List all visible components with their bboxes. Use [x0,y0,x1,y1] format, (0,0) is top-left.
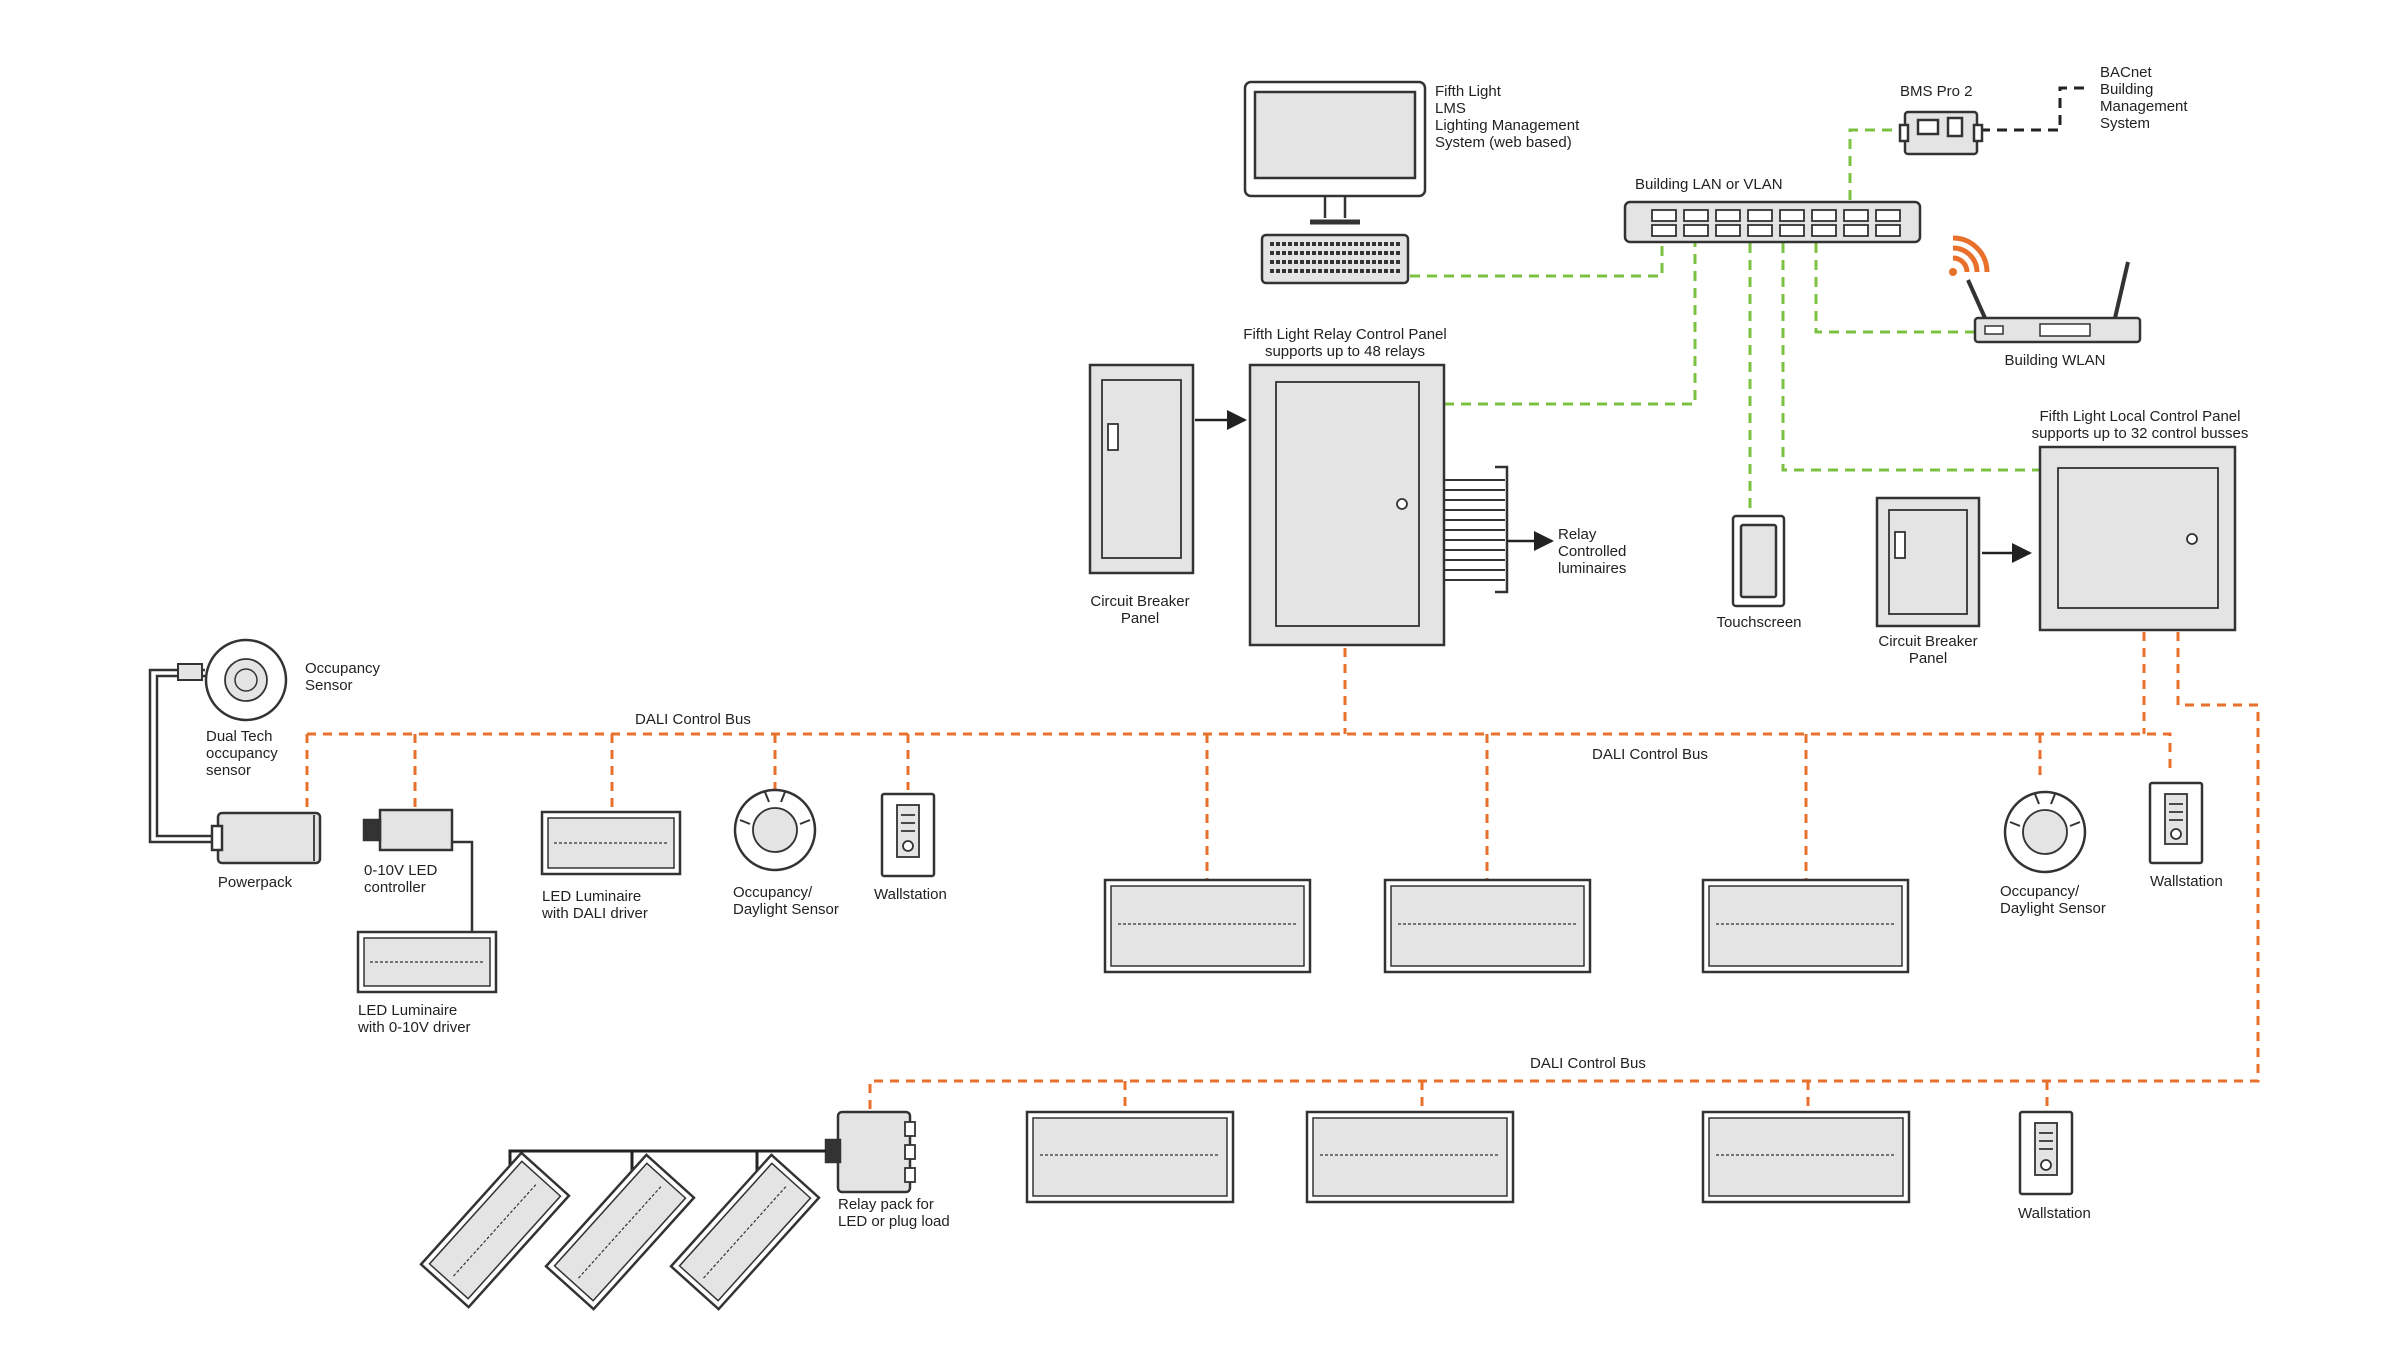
local-panel-icon [2038,445,2237,632]
bms-label: BMS Pro 2 [1900,83,1973,100]
computer-monitor-icon [1243,80,1427,225]
occupancy-sensor-icon [2003,790,2087,874]
touchscreen-label: Touchscreen [1716,614,1802,631]
led-luminaire-icon [1025,1110,1235,1204]
led-luminaire-icon [1103,878,1312,974]
network-switch-icon [1623,200,1922,244]
occupancy-sensor-icon [733,788,817,872]
occupancy-sensor-label: Occupancy Sensor [305,660,381,694]
wifi-router-icon [1966,261,2142,344]
wallstation-icon [2018,1110,2074,1196]
led-luminaire-icon [1701,1110,1911,1204]
powerpack-label: Powerpack [217,874,293,891]
wifi-signal-icon [1949,235,1990,276]
wallstation-icon [880,792,936,878]
led-luminaire-icon [1305,1110,1515,1204]
sensor-wires [148,663,212,844]
led-luminaire-icon [1383,878,1592,974]
relay-panel-icon [1248,363,1446,647]
relay-pack-label: Relay pack for LED or plug load [838,1196,950,1230]
led-luminaire-icon [419,1151,571,1309]
dali-bus-1-label: DALI Control Bus [635,711,751,728]
led-luminaire-icon [540,810,682,876]
link-wlan-switch [1814,243,1975,334]
wire-controller-luminaire [452,840,474,932]
link-bms-bacnet [1980,86,2085,132]
relay-output-lines [1444,465,1509,594]
relay-luminaires-label: Relay Controlled luminaires [1558,526,1627,577]
bms-controller-icon [1898,110,1984,156]
wallstation-icon [2148,781,2204,865]
relay-panel-label: Fifth Light Relay Control Panel supports… [1243,326,1447,360]
led-controller-icon [362,808,454,852]
wlan-label: Building WLAN [2004,352,2106,369]
occ-daylight-2-label: Occupancy/ Daylight Sensor [2000,883,2106,917]
link-pc-switch [1410,243,1664,278]
led-luminaire-icon [356,930,498,994]
led-dali-label: LED Luminaire with DALI driver [542,888,648,922]
dali-bus-2-label: DALI Control Bus [1592,746,1708,763]
wallstation-2-label: Wallstation [2150,873,2223,890]
touchscreen-icon [1731,514,1786,608]
powerpack-icon [210,811,322,865]
cb-panel-left-label: Circuit Breaker Panel [1090,593,1190,627]
occupancy-sensor-icon [204,638,288,722]
occ-daylight-1-label: Occupancy/ Daylight Sensor [733,884,839,918]
local-panel-label: Fifth Light Local Control Panel supports… [2031,408,2249,442]
led-luminaire-icon [1701,878,1910,974]
wallstation-3-label: Wallstation [2018,1205,2091,1222]
lan-label: Building LAN or VLAN [1635,176,1783,193]
dali-bus-3-label: DALI Control Bus [1530,1055,1646,1072]
lan-links [1410,128,2040,515]
led-luminaire-icon [544,1153,696,1311]
led-luminaire-icon [669,1153,821,1311]
link-relaypanel-switch [1444,243,1697,406]
led-010-label: LED Luminaire with 0-10V driver [358,1002,471,1036]
electrical-panel-icon [1875,496,1981,628]
keyboard-icon [1260,233,1410,285]
link-bms-switch [1848,128,1905,200]
dual-tech-label: Dual Tech occupancy sensor [206,728,278,779]
bacnet-label: BACnet Building Management System [2100,64,2188,132]
electrical-panel-icon [1088,363,1195,575]
dali-buses [305,632,2260,1112]
wallstation-1-label: Wallstation [874,886,947,903]
cb-panel-right-label: Circuit Breaker Panel [1878,633,1978,667]
relay-pack-icon [824,1110,916,1194]
link-localpanel-switch [1781,243,2040,472]
lms-label: Fifth Light LMS Lighting Management Syst… [1435,83,1580,151]
led-controller-label: 0-10V LED controller [364,862,438,896]
